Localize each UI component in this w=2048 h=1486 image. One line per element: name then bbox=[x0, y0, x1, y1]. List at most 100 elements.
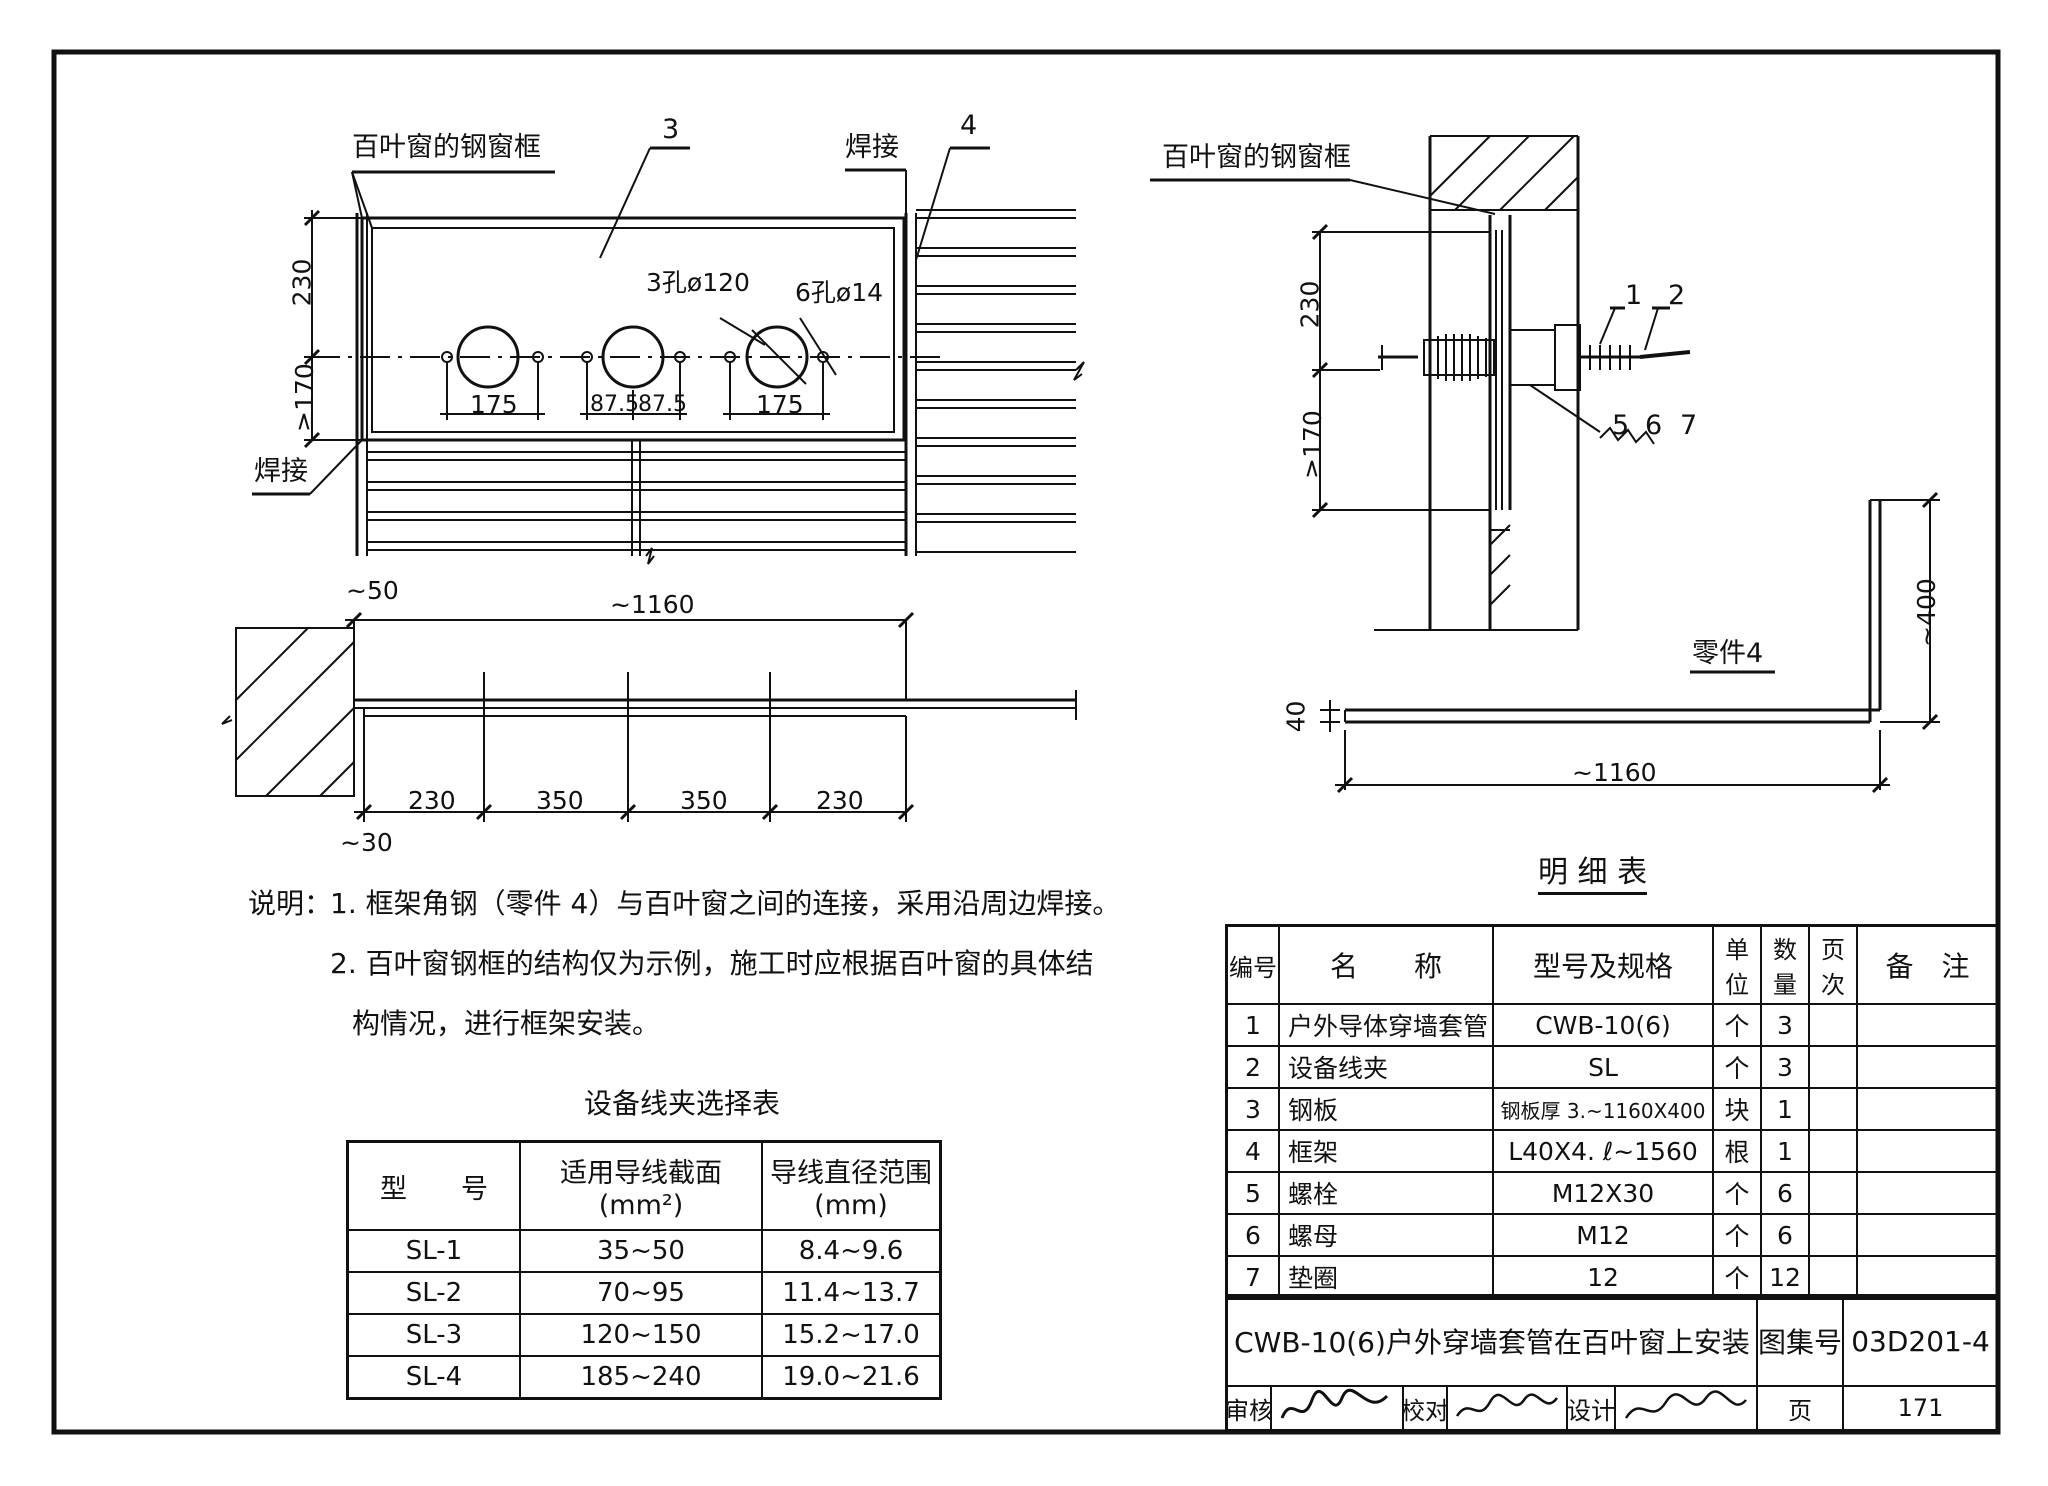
side-dim-170: ≥170 bbox=[1297, 410, 1327, 479]
check-signature-icon bbox=[1455, 1393, 1559, 1417]
table-cell bbox=[1856, 1129, 2000, 1173]
selection-table: 型 号 适用导线截面 (mm²) 导线直径范围 (mm) SL-1 35~50 … bbox=[346, 1140, 942, 1400]
table-cell: 个 bbox=[1712, 1003, 1762, 1047]
front-dim-175-left: 175 bbox=[470, 390, 518, 419]
bom-header-page: 页次 bbox=[1808, 924, 1858, 1005]
table-cell: 19.0~21.6 bbox=[761, 1355, 942, 1400]
table-row: SL-4 185~240 19.0~21.6 bbox=[346, 1355, 942, 1400]
table-cell bbox=[1856, 1171, 2000, 1215]
table-cell: 1 bbox=[1225, 1003, 1280, 1047]
front-frame-label: 百叶窗的钢窗框 bbox=[352, 132, 541, 163]
side-callout-5: 5 bbox=[1612, 410, 1630, 441]
table-cell: 2 bbox=[1225, 1045, 1280, 1089]
table-cell bbox=[1808, 1003, 1858, 1047]
table-cell: 1 bbox=[1760, 1129, 1810, 1173]
table-cell: 螺栓 bbox=[1278, 1171, 1494, 1215]
table-row: 7 垫圈 12 个 12 bbox=[1225, 1255, 2000, 1300]
table-cell: 块 bbox=[1712, 1087, 1762, 1131]
table-cell bbox=[1808, 1213, 1858, 1257]
bom-header-no: 编号 bbox=[1225, 924, 1280, 1005]
selection-table-header: 型 号 适用导线截面 (mm²) 导线直径范围 (mm) bbox=[346, 1140, 942, 1231]
table-cell: 185~240 bbox=[519, 1355, 763, 1400]
table-cell bbox=[1856, 1213, 2000, 1257]
front-part3-callout: 3 bbox=[662, 114, 680, 145]
plan-spacing-4: 230 bbox=[816, 786, 864, 815]
part4-lines bbox=[1320, 491, 1940, 794]
table-cell: 3 bbox=[1760, 1003, 1810, 1047]
table-cell: 12 bbox=[1760, 1255, 1810, 1300]
sel-header-section: 适用导线截面 (mm²) bbox=[519, 1140, 763, 1231]
notes-line-3: 构情况，进行框架安装。 bbox=[352, 1007, 661, 1040]
page-label: 页 bbox=[1758, 1387, 1844, 1429]
table-cell: 个 bbox=[1712, 1213, 1762, 1257]
bom-header-name: 名 称 bbox=[1278, 924, 1494, 1005]
plan-dim-30: ~30 bbox=[340, 828, 393, 857]
table-cell: SL-1 bbox=[346, 1229, 521, 1273]
plan-view-lines bbox=[221, 611, 1077, 822]
front-dim-170: ≥170 bbox=[289, 363, 319, 432]
atlas-number: 03D201-4 bbox=[1844, 1297, 1997, 1387]
table-cell: 个 bbox=[1712, 1255, 1762, 1300]
table-cell: SL-2 bbox=[346, 1271, 521, 1315]
notes-line-1: 1. 框架角钢（零件 4）与百叶窗之间的连接，采用沿周边焊接。 bbox=[330, 887, 1121, 920]
side-frame-label: 百叶窗的钢窗框 bbox=[1162, 142, 1351, 173]
table-cell: 设备线夹 bbox=[1278, 1045, 1494, 1089]
design-label: 设计 bbox=[1567, 1387, 1616, 1429]
table-row: 2 设备线夹 SL 个 3 bbox=[1225, 1045, 2000, 1089]
table-cell: 6 bbox=[1760, 1171, 1810, 1215]
side-callout-6: 6 bbox=[1645, 410, 1663, 441]
side-callout-2: 2 bbox=[1668, 280, 1686, 311]
table-cell: 框架 bbox=[1278, 1129, 1494, 1173]
table-row: 3 钢板 钢板厚 3.~1160X400 块 1 bbox=[1225, 1087, 2000, 1131]
table-cell: 个 bbox=[1712, 1045, 1762, 1089]
table-row: SL-1 35~50 8.4~9.6 bbox=[346, 1229, 942, 1273]
check-label: 校对 bbox=[1401, 1387, 1449, 1429]
plan-spacing-1: 230 bbox=[408, 786, 456, 815]
table-cell: 15.2~17.0 bbox=[761, 1313, 942, 1357]
part4-title: 零件4 bbox=[1692, 638, 1764, 669]
table-cell: SL bbox=[1492, 1045, 1714, 1089]
table-cell: M12 bbox=[1492, 1213, 1714, 1257]
front-view-lines bbox=[252, 146, 1085, 565]
table-cell: CWB-10(6) bbox=[1492, 1003, 1714, 1047]
review-label: 审核 bbox=[1225, 1387, 1273, 1429]
table-cell: 1 bbox=[1760, 1087, 1810, 1131]
part4-dim-400: ~400 bbox=[1911, 578, 1941, 647]
table-cell: 4 bbox=[1225, 1129, 1280, 1173]
table-cell: 3 bbox=[1760, 1045, 1810, 1089]
table-cell: 11.4~13.7 bbox=[761, 1271, 942, 1315]
notes-prefix: 说明： bbox=[248, 887, 333, 920]
side-view-lines bbox=[1150, 135, 1691, 631]
table-cell: 8.4~9.6 bbox=[761, 1229, 942, 1273]
table-cell: 70~95 bbox=[519, 1271, 763, 1315]
table-cell: 钢板 bbox=[1278, 1087, 1494, 1131]
page-number: 171 bbox=[1897, 1394, 1944, 1422]
table-cell bbox=[1808, 1171, 1858, 1215]
table-cell bbox=[1808, 1045, 1858, 1089]
table-cell: 个 bbox=[1712, 1171, 1762, 1215]
notes-line-2: 2. 百叶窗钢框的结构仅为示例，施工时应根据百叶窗的具体结 bbox=[330, 947, 1094, 980]
table-cell bbox=[1808, 1255, 1858, 1300]
bom-header-unit: 单位 bbox=[1712, 924, 1762, 1005]
sel-header-diameter: 导线直径范围 (mm) bbox=[761, 1140, 942, 1231]
check-signature bbox=[1448, 1387, 1568, 1429]
table-cell: 3 bbox=[1225, 1087, 1280, 1131]
table-row: SL-2 70~95 11.4~13.7 bbox=[346, 1271, 942, 1315]
bom-header-qty: 数量 bbox=[1760, 924, 1810, 1005]
table-cell: 根 bbox=[1712, 1129, 1762, 1173]
side-callout-7: 7 bbox=[1680, 410, 1698, 441]
atlas-label: 图集号 bbox=[1758, 1297, 1844, 1387]
bom-table: 编号 名 称 型号及规格 单位 数量 页次 备 注 1 户外导体穿墙套管 CWB… bbox=[1225, 924, 2000, 1300]
table-cell bbox=[1856, 1045, 2000, 1089]
table-cell bbox=[1856, 1003, 2000, 1047]
plan-spacing-3: 350 bbox=[680, 786, 728, 815]
front-dim-175-right: 175 bbox=[756, 390, 804, 419]
table-cell: 螺母 bbox=[1278, 1213, 1494, 1257]
holes-large-label: 3孔ø120 bbox=[646, 268, 750, 297]
table-row: 5 螺栓 M12X30 个 6 bbox=[1225, 1171, 2000, 1215]
sel-header-model: 型 号 bbox=[346, 1140, 521, 1231]
front-part4-callout: 4 bbox=[960, 110, 978, 141]
bom-header-remark: 备 注 bbox=[1856, 924, 2000, 1005]
table-cell bbox=[1856, 1255, 2000, 1300]
